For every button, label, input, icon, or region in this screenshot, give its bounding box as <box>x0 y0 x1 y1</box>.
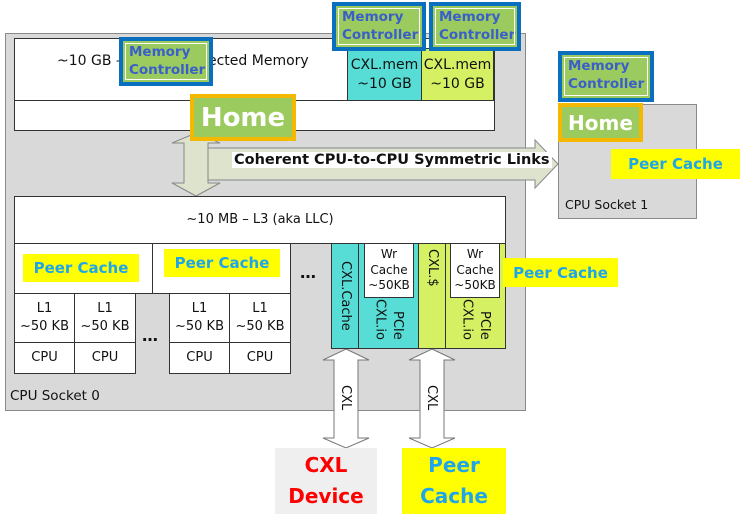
memory-controller-cxl-cyan: Memory Controller <box>332 2 426 51</box>
pcie-label: PCIe <box>477 311 493 340</box>
l1-label: L1 <box>97 301 113 317</box>
peer-cache-device: Peer Cache <box>402 448 506 514</box>
peer-cache-label: Peer Cache <box>23 254 139 282</box>
l1-size: ~50 KB <box>235 319 285 334</box>
l1-cache: L1 ~50 KB <box>229 293 291 343</box>
wr-size: ~50KB <box>454 278 496 293</box>
peer-cache-label: Peer Cache <box>611 149 740 179</box>
l1-size: ~50 KB <box>174 319 224 334</box>
cxl-device: CXL Device <box>275 448 377 514</box>
cpu-core: CPU <box>74 342 136 374</box>
cxl-arrow-label: CXL <box>424 385 439 411</box>
l1-cache: L1 ~50 KB <box>14 293 75 343</box>
cxl-device-line1: CXL <box>304 453 348 477</box>
cpu-core: CPU <box>229 342 291 374</box>
cxl-mem-size: ~10 GB <box>430 75 485 92</box>
cxl-mem-size: ~10 GB <box>357 75 412 92</box>
l1-size: ~50 KB <box>19 319 69 334</box>
wr-cache-label: Cache <box>370 262 408 277</box>
link-label: Coherent CPU-to-CPU Symmetric Links <box>232 152 552 168</box>
l1-size: ~50 KB <box>80 319 130 334</box>
ellipsis: … <box>300 263 317 282</box>
memory-controller-socket-1: Memory Controller <box>558 51 654 102</box>
direct-memory-text-left: ~10 GB – <box>57 53 123 69</box>
cpu-socket-0-label: CPU Socket 0 <box>10 388 100 404</box>
cxl-mem-label: CXL.mem <box>423 56 492 73</box>
memory-controller-direct: Memory Controller <box>119 37 213 86</box>
l1-label: L1 <box>191 301 208 317</box>
cxl-io-label: CXL.io <box>459 299 475 340</box>
cxl-dollar-label: CXL.$ <box>424 249 440 287</box>
cxl-mem-label: CXL.mem <box>350 56 419 73</box>
ellipsis: … <box>142 326 159 345</box>
wr-cache-label: Cache <box>456 262 494 277</box>
l3-cache: ~10 MB – L3 (aka LLC) <box>14 196 506 244</box>
l1-label: L1 <box>252 301 268 317</box>
peer-cache-label: Peer Cache <box>503 258 618 287</box>
cxl-device-line2: Device <box>288 484 364 508</box>
peer-cache-line1: Peer <box>428 453 480 477</box>
cpu-core: CPU <box>169 342 230 374</box>
cpu-socket-1-label: CPU Socket 1 <box>565 197 649 212</box>
l1-label: L1 <box>36 301 53 317</box>
home-socket-0: Home <box>190 94 296 141</box>
cxl-cache-port: CXL.Cache <box>331 243 359 349</box>
pcie-label: PCIe <box>390 311 406 340</box>
l1-cache: L1 ~50 KB <box>169 293 230 343</box>
l1-cache: L1 ~50 KB <box>74 293 136 343</box>
cxl-mem-cyan: CXL.mem ~10 GB <box>347 48 422 101</box>
home-socket-1: Home <box>558 103 643 142</box>
memory-controller-cxl-yellow: Memory Controller <box>429 2 521 51</box>
direct-memory-text-right: ected Memory <box>208 53 309 69</box>
cxl-arrow-label: CXL <box>338 385 353 411</box>
wr-size: ~50KB <box>368 278 410 293</box>
wr-label: Wr <box>380 247 398 262</box>
cxl-cache-label: CXL.Cache <box>337 261 353 331</box>
wr-label: Wr <box>466 247 484 262</box>
cxl-dollar-port: CXL.$ <box>418 243 446 349</box>
cxl-io-label: CXL.io <box>372 299 388 340</box>
peer-cache-line2: Cache <box>420 484 488 508</box>
cpu-core: CPU <box>14 342 75 374</box>
peer-cache-label: Peer Cache <box>164 249 280 277</box>
